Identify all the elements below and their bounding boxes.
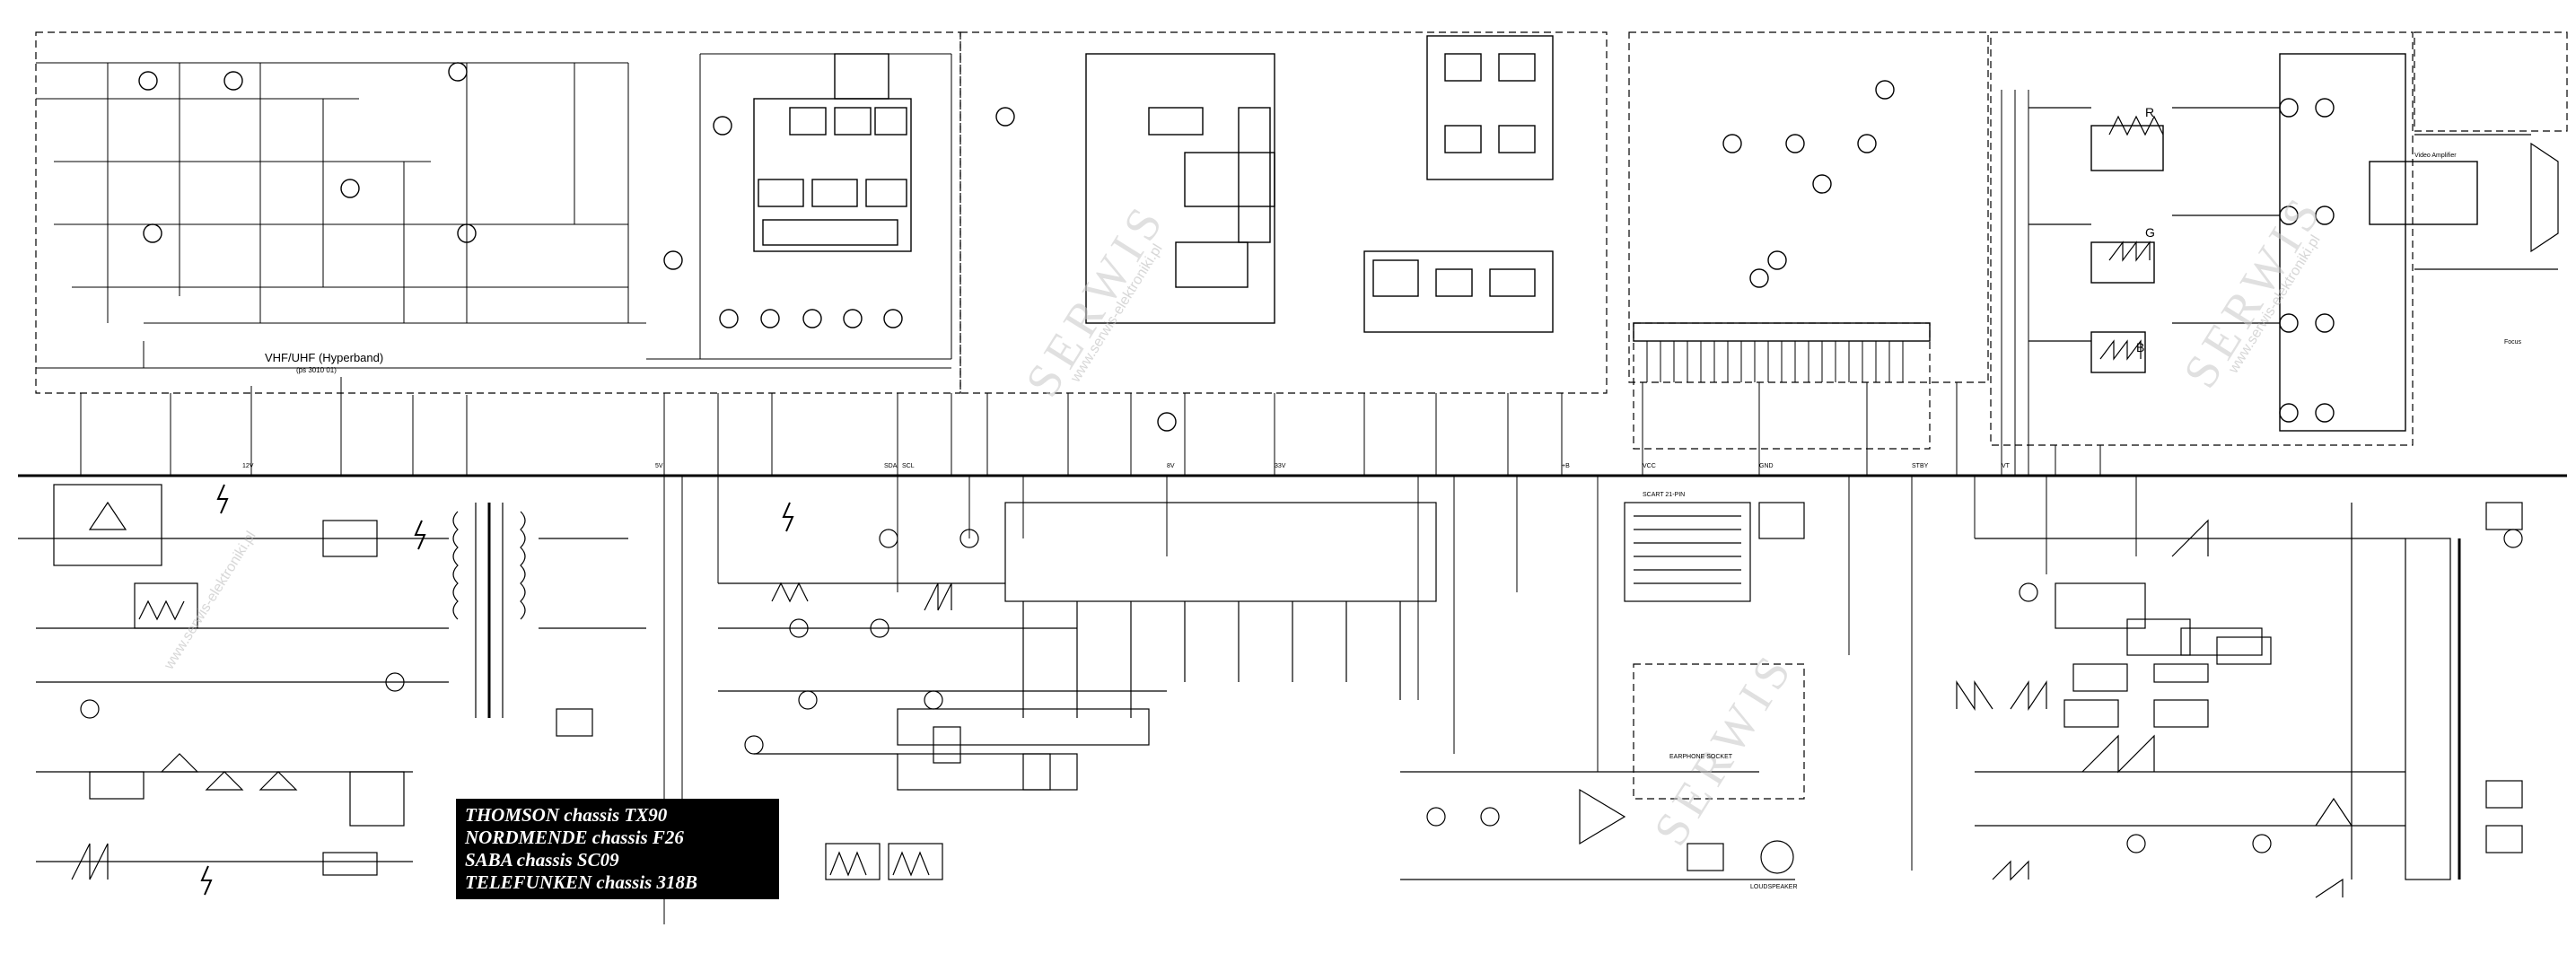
rgb-section [2028,107,2559,361]
deflection-section [1956,502,2523,898]
chassis-title-line: NORDMENDE chassis F26 [465,827,684,848]
chassis-title-line: SABA chassis SC09 [465,849,619,871]
tuner-label: VHF/UHF (Hyperband) [265,351,384,364]
section-borders [35,31,2568,800]
bus-label: 5V [655,463,663,469]
tuner-sub-label: (ps 3010 01) [296,366,337,374]
bus-label: 8V [1167,463,1175,469]
chassis-title-line: TELEFUNKEN chassis 318B [465,871,698,893]
bus-label: SDA [884,463,898,469]
bus-label: GND [1759,463,1774,469]
bus-label: STBY [1912,463,1929,469]
jungle-ic [718,502,1437,880]
blue-signal-label: B [2136,340,2145,354]
lightning-symbols [200,484,794,896]
bus-label: VCC [1643,463,1656,469]
chassis-title-box: THOMSON chassis TX90 NORDMENDE chassis F… [456,799,779,899]
earphone-label: EARPHONE SOCKET [1669,754,1733,760]
power-supply [18,484,646,880]
scart-label: SCART 21-PIN [1643,492,1686,498]
bus-label: SCL [902,463,915,469]
bus-label: VT [2002,463,2010,469]
focus-label: Focus [2504,339,2522,346]
connector-pins [1646,341,1904,382]
bus-label: +B [1562,463,1570,469]
loudspeaker-label: LOUDSPEAKER [1750,884,1798,890]
red-signal-label: R [2145,105,2155,119]
chassis-title-line: THOMSON chassis TX90 [465,804,668,826]
video-amplifier-label: Video Amplifier [2414,153,2457,159]
sound-section [1400,502,1805,880]
ic-blocks-top [753,35,2478,432]
bus-taps [80,90,2137,924]
bus-label: 33V [1275,463,1286,469]
transistors-top [138,62,2335,432]
green-signal-label: G [2145,225,2155,240]
bus-label: 12V [242,463,254,469]
